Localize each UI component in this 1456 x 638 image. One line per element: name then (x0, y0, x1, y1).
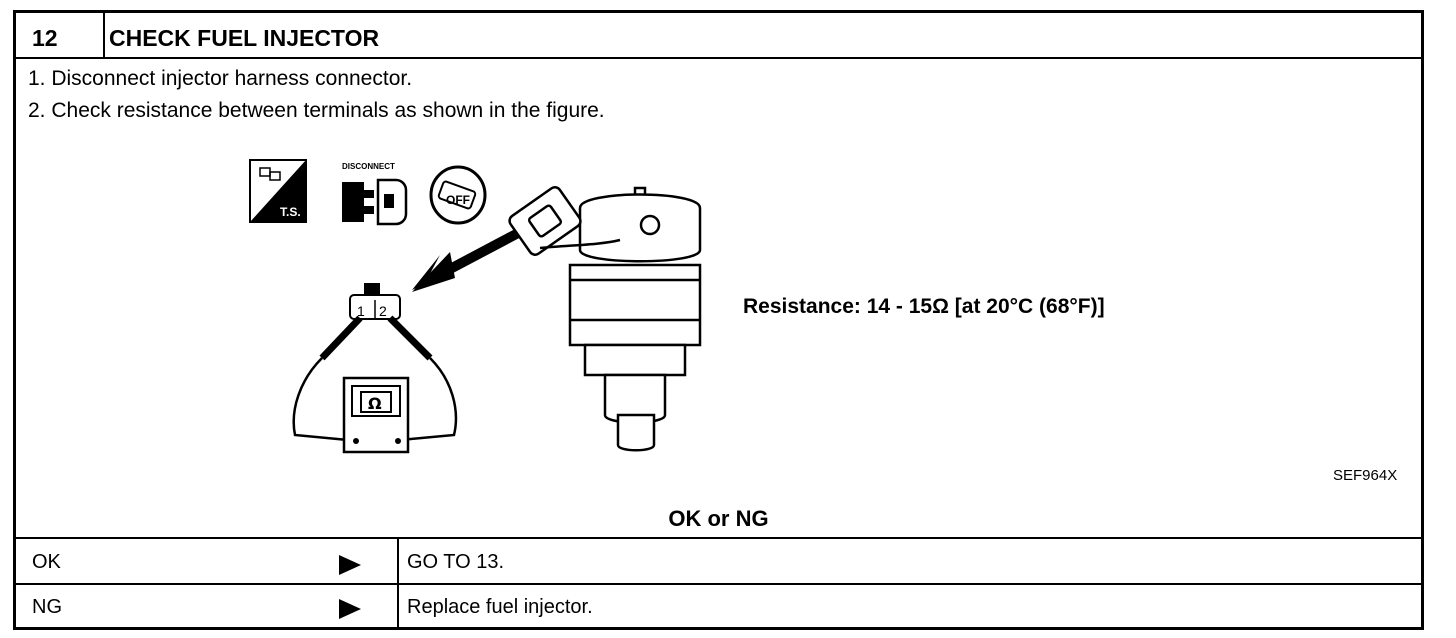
procedure-table: 12 CHECK FUEL INJECTOR 1. Disconnect inj… (13, 10, 1424, 630)
result-ok-arrow-icon (339, 555, 361, 575)
step-number: 12 (32, 25, 58, 51)
connector-terminals: 1 2 (349, 283, 401, 320)
fuel-injector-icon (508, 186, 702, 452)
figure-code: SEF964X (1333, 467, 1398, 484)
result-ng-action: Replace fuel injector. (407, 596, 593, 618)
result-ok-action: GO TO 13. (407, 551, 505, 573)
header-rule (16, 57, 1421, 59)
ts-icon: T.S. (249, 159, 307, 223)
header-divider (103, 13, 105, 57)
ohmmeter-icon: Ω (342, 376, 410, 454)
injector-resistance-figure: T.S. DISCONNECT OFF 1 2 (249, 159, 702, 454)
ignition-off-icon: OFF (429, 165, 487, 225)
disconnect-label: DISCONNECT (342, 162, 395, 171)
disconnect-icon: DISCONNECT (342, 162, 408, 226)
ignition-off-label: OFF (446, 193, 470, 207)
result-row-rule (16, 583, 1421, 585)
ts-icon-text: T.S. (280, 205, 301, 219)
terminal-2-label: 2 (379, 303, 387, 319)
ohmmeter-symbol: Ω (368, 394, 382, 413)
result-ok-label: OK (32, 551, 61, 573)
pointer-arrow-icon (412, 227, 523, 292)
resistance-spec: Resistance: 14 - 15Ω [at 20°C (68°F)] (743, 295, 1105, 318)
result-question: OK or NG (668, 506, 769, 531)
terminal-1-label: 1 (357, 303, 365, 319)
step-title: CHECK FUEL INJECTOR (109, 25, 380, 51)
result-rule (16, 537, 1421, 539)
result-ng-label: NG (32, 596, 62, 618)
instruction-1: 1. Disconnect injector harness connector… (28, 67, 413, 90)
ohmmeter-leads (292, 315, 458, 442)
instruction-2: 2. Check resistance between terminals as… (28, 99, 605, 122)
result-ng-arrow-icon (339, 599, 361, 619)
